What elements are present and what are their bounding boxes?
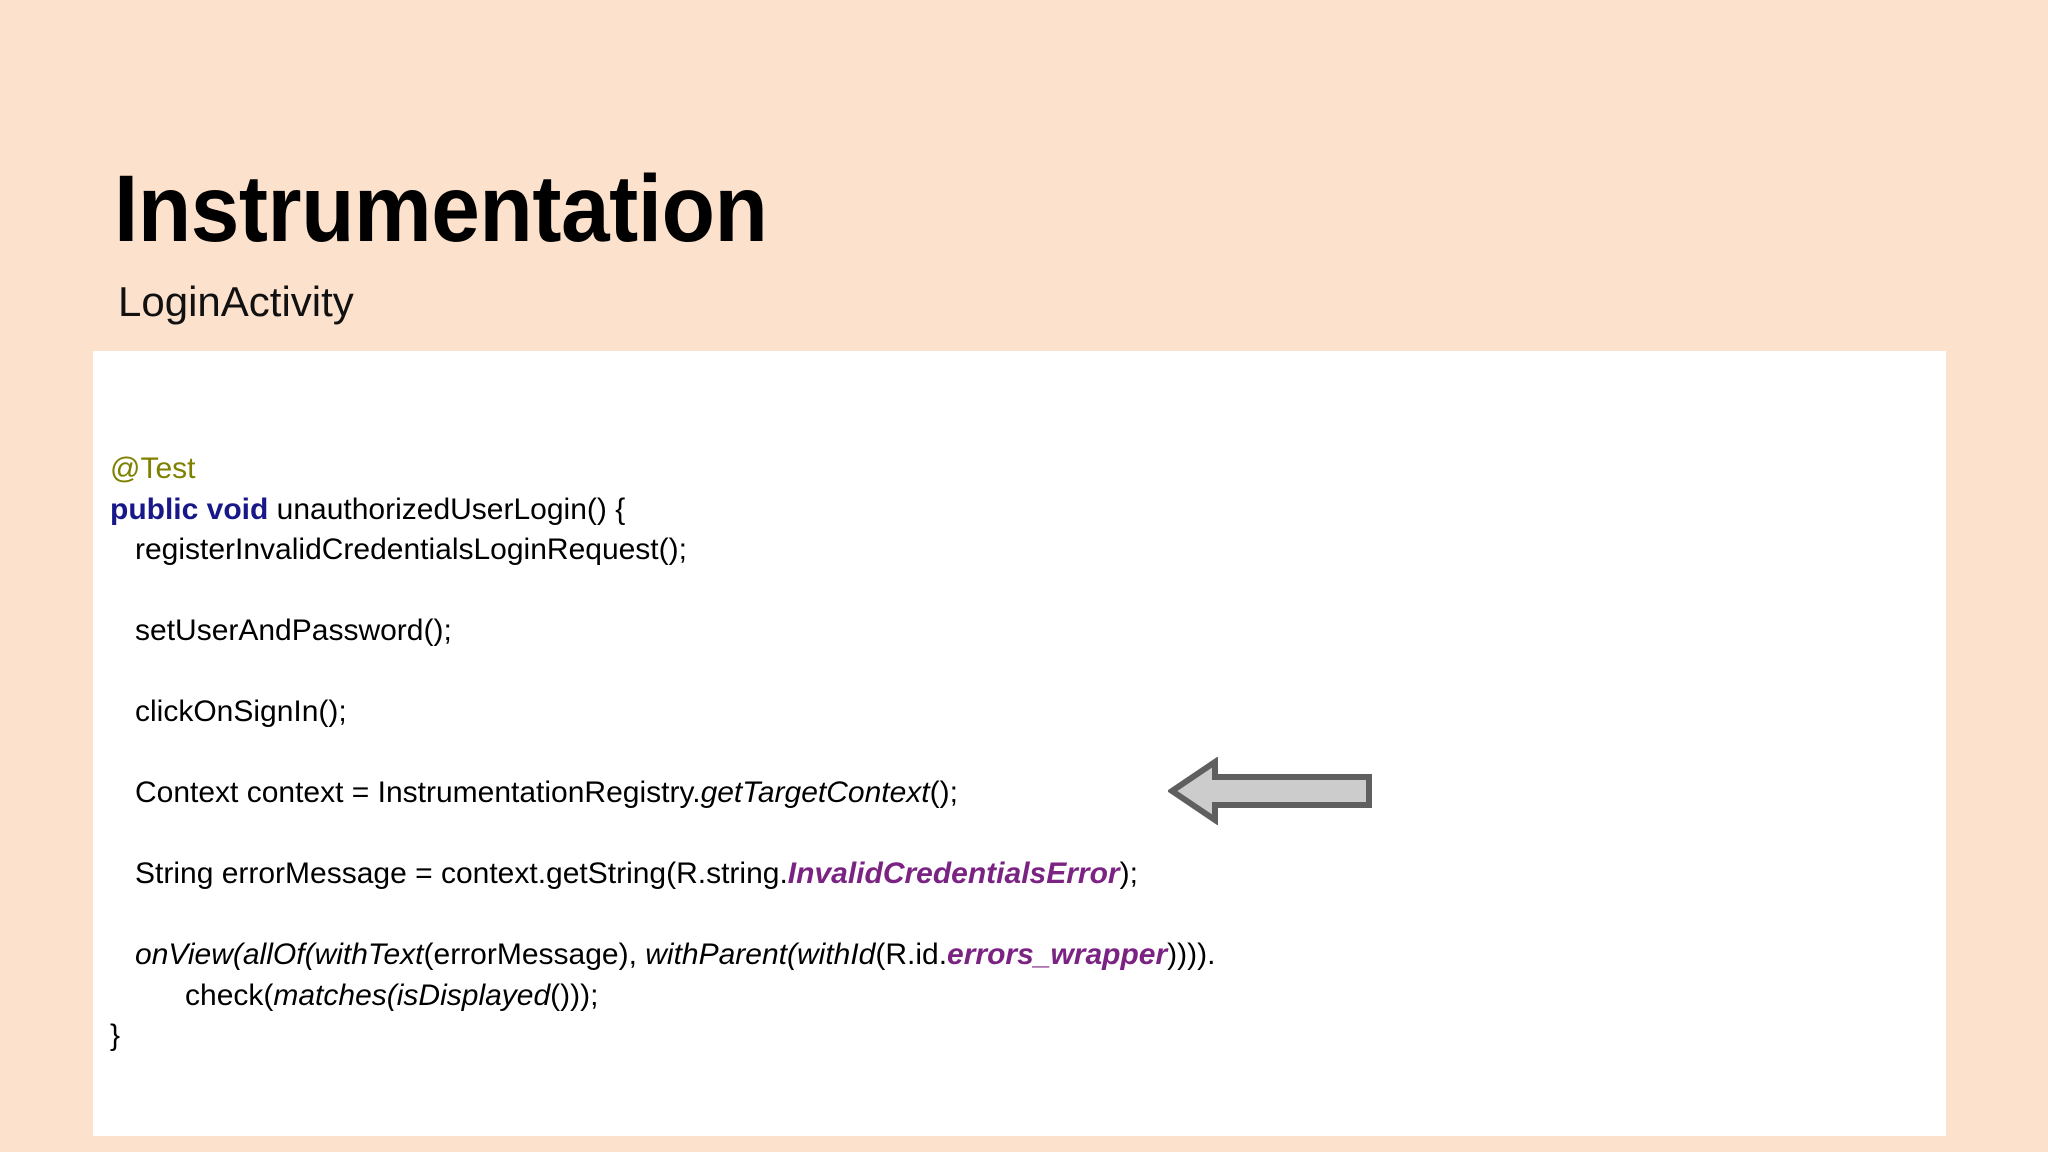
code-panel: @Test public void unauthorizedUserLogin()…: [93, 351, 1946, 1136]
code-token-italic: allOf: [242, 938, 305, 971]
code-token-plain: ()));: [550, 978, 599, 1012]
code-token-plain: (R.id.: [875, 938, 948, 971]
code-token-italic: (: [386, 978, 397, 1012]
code-line: [110, 895, 1810, 936]
code-line: [110, 571, 1810, 612]
code-token-italic: (: [304, 938, 315, 971]
code-token-italic: withText: [314, 938, 424, 971]
code-line: onView(allOf(withText(errorMessage), wit…: [110, 935, 1810, 976]
code-line: public void unauthorizedUserLogin() {: [110, 490, 1810, 531]
code-token-plain: registerInvalidCredentialsLoginRequest()…: [110, 533, 687, 566]
code-line: clickOnSignIn();: [110, 692, 1810, 733]
slide-subtitle: LoginActivity: [118, 278, 354, 325]
code-token-italic: withParent: [645, 938, 787, 971]
code-line: }: [110, 1016, 1810, 1057]
code-token-plain: setUserAndPassword();: [110, 614, 452, 647]
page-title: Instrumentation: [114, 155, 768, 262]
code-token-plain: }: [110, 1019, 121, 1052]
code-token-annotation: @Test: [110, 452, 196, 485]
code-line: check(matches(isDisplayed()));: [110, 976, 1810, 1017]
code-line: [110, 652, 1810, 693]
code-token-italic: (: [786, 938, 797, 971]
code-token-italic: withId: [796, 938, 876, 971]
code-token-italic: onView: [135, 938, 233, 971]
code-token-plain: );: [1119, 857, 1138, 890]
code-token-italic: getTargetContext: [700, 776, 930, 809]
code-token-italic: isDisplayed: [396, 978, 551, 1012]
code-line: [110, 733, 1810, 774]
code-token-plain: ();: [929, 776, 958, 809]
code-token-plain: [110, 938, 135, 971]
code-listing: @Test public void unauthorizedUserLogin()…: [110, 449, 1810, 1057]
code-token-plain: Context context = InstrumentationRegistr…: [110, 776, 701, 809]
code-token-plain: String errorMessage = context.getString(…: [110, 857, 788, 890]
code-token-resource: InvalidCredentialsError: [787, 857, 1120, 890]
code-token-italic: matches: [273, 978, 387, 1012]
code-line: [110, 814, 1810, 855]
code-token-resource: errors_wrapper: [947, 938, 1168, 971]
code-token-plain: unauthorizedUserLogin() {: [268, 492, 626, 526]
code-line: setUserAndPassword();: [110, 611, 1810, 652]
code-token-plain: )))).: [1167, 938, 1216, 971]
code-token-keyword: public void: [110, 492, 269, 526]
code-token-plain: check(: [110, 978, 274, 1012]
code-line: Context context = InstrumentationRegistr…: [110, 773, 1810, 814]
code-line: String errorMessage = context.getString(…: [110, 854, 1810, 895]
code-token-italic: (: [232, 938, 243, 971]
code-line: registerInvalidCredentialsLoginRequest()…: [110, 530, 1810, 571]
code-token-plain: (errorMessage),: [423, 938, 646, 971]
code-token-plain: clickOnSignIn();: [110, 695, 347, 728]
code-line: @Test: [110, 449, 1810, 490]
